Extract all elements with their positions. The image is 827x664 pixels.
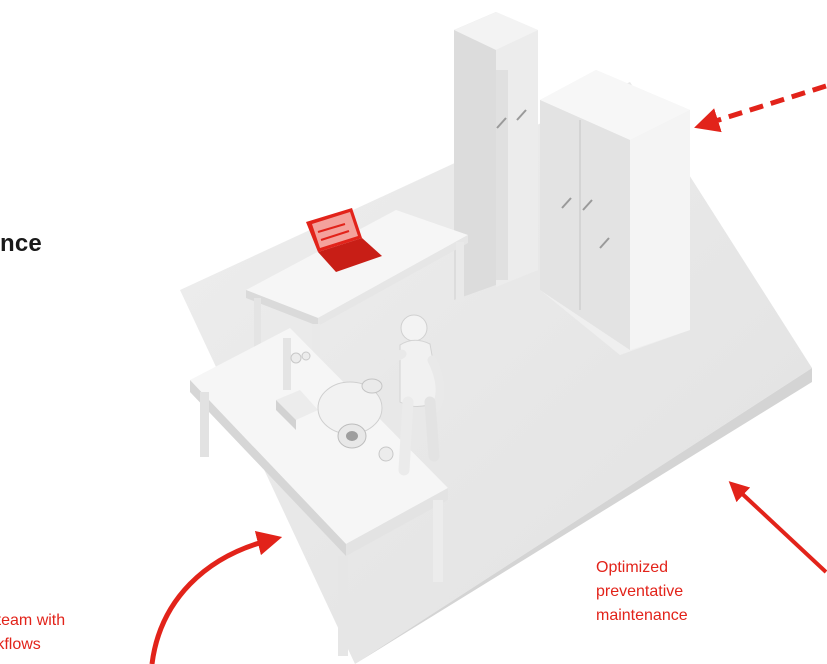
caption-line: preventative bbox=[596, 583, 684, 600]
caption-line: ur team with bbox=[0, 612, 66, 629]
caption-team-workflows: ur team with rkflows bbox=[0, 609, 160, 657]
dashed-arrow bbox=[694, 83, 827, 133]
curved-arrow bbox=[149, 530, 283, 664]
caption-preventative-maintenance: Optimized preventative maintenance bbox=[596, 556, 688, 628]
straight-arrow bbox=[728, 481, 827, 574]
pump-machine bbox=[276, 351, 394, 462]
worker-figure bbox=[373, 314, 445, 476]
arrows bbox=[149, 83, 827, 664]
storage-cabinets bbox=[454, 12, 690, 355]
caption-line: maintenance bbox=[596, 607, 688, 624]
front-table bbox=[190, 328, 448, 656]
caption-line: Optimized bbox=[596, 559, 669, 576]
section-heading-fragment: nce bbox=[0, 230, 42, 257]
caption-line: rkflows bbox=[0, 636, 41, 653]
laptop-icon bbox=[306, 208, 382, 272]
